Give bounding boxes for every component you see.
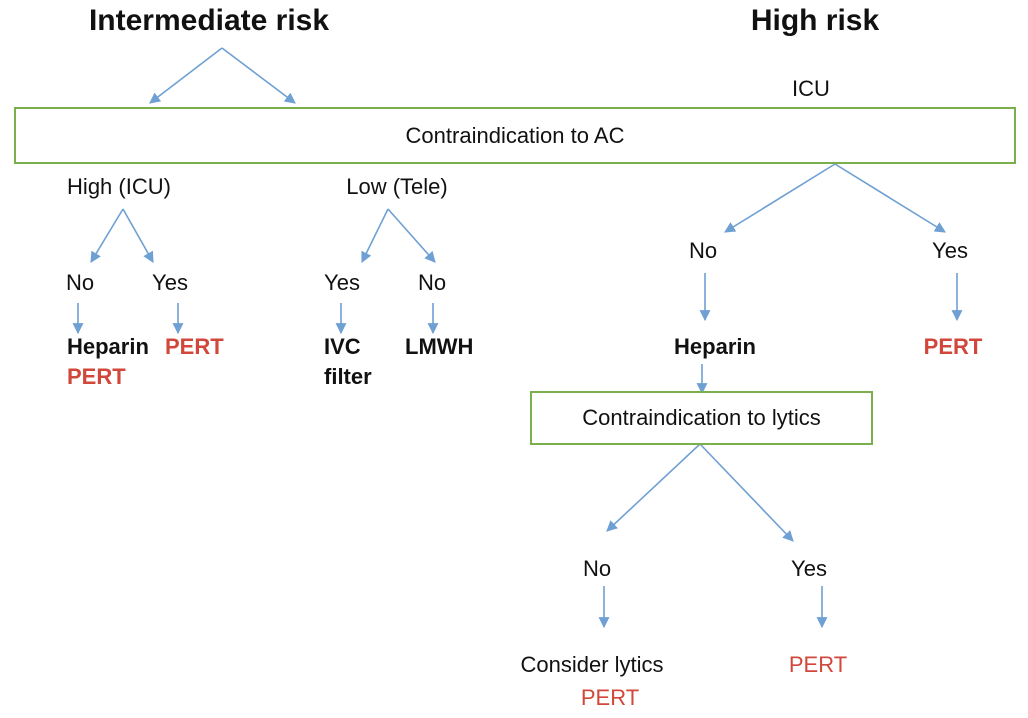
arrow-intermediate-right — [221, 47, 296, 104]
arrow-high-icu-yes — [122, 208, 154, 263]
lmwh-label: LMWH — [405, 334, 474, 359]
contraindication-lytics-label: Contraindication to lytics — [582, 405, 821, 430]
high-yes-label: Yes — [932, 238, 968, 263]
arrow-lytics-no — [606, 443, 701, 532]
ivc-label-line2: filter — [324, 364, 372, 389]
high-icu-label: High (ICU) — [67, 174, 171, 199]
low-tele-label: Low (Tele) — [346, 174, 448, 199]
high-pert-label: PERT — [923, 334, 983, 359]
contraindication-ac-box: Contraindication to AC — [14, 107, 1016, 164]
arrow-intermediate-left — [149, 47, 223, 104]
high-icu-no-label: No — [65, 270, 95, 295]
arrow-ac-yes — [834, 163, 946, 233]
arrow-lytics-yes — [699, 443, 794, 542]
high-icu-yes-label: Yes — [152, 270, 188, 295]
lytics-no-label: No — [582, 556, 612, 581]
contraindication-lytics-box: Contraindication to lytics — [530, 391, 873, 445]
arrow-high-icu-no — [90, 208, 124, 263]
lytics-yes-label: Yes — [791, 556, 827, 581]
heparin-label: Heparin — [67, 334, 149, 359]
high-risk-header: High risk — [750, 4, 880, 37]
pert-label-high-icu-yes: PERT — [165, 334, 224, 359]
heparin-pert-label: PERT — [67, 364, 126, 389]
consider-lytics-label: Consider lytics — [520, 652, 664, 677]
low-tele-no-label: No — [417, 270, 447, 295]
ivc-label-line1: IVC — [324, 334, 361, 359]
low-tele-yes-label: Yes — [324, 270, 360, 295]
arrow-ac-no — [724, 163, 836, 233]
arrow-low-tele-yes — [361, 208, 389, 263]
icu-label: ICU — [792, 76, 830, 101]
contraindication-ac-label: Contraindication to AC — [405, 122, 625, 148]
high-heparin-label: Heparin — [674, 334, 756, 359]
intermediate-risk-header: Intermediate risk — [88, 4, 330, 37]
arrow-low-tele-no — [387, 208, 436, 263]
consider-lytics-pert-label: PERT — [580, 685, 640, 710]
lytics-yes-pert-label: PERT — [788, 652, 848, 677]
high-no-label: No — [688, 238, 718, 263]
